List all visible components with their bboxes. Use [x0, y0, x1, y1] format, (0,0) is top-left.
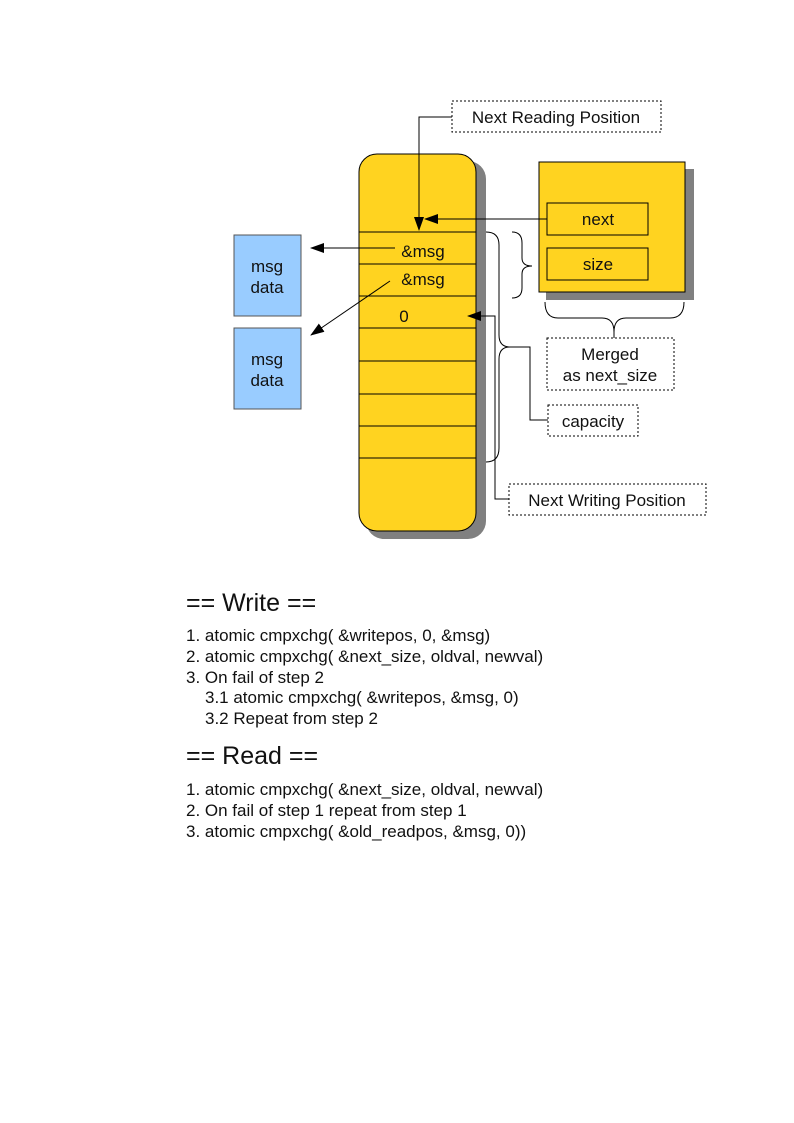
read-step-3: 3. atomic cmpxchg( &old_readpos, &msg, 0… — [186, 822, 527, 841]
write-step-3: 3. On fail of step 2 — [186, 668, 324, 687]
connectors — [310, 116, 615, 500]
write-step-3-2: 3.2 Repeat from step 2 — [205, 709, 378, 728]
slot-zero: 0 — [399, 307, 408, 326]
ring-buffer-diagram: &msg &msg 0 next size msg data msg data … — [233, 100, 707, 539]
slot-msg-2: &msg — [401, 270, 444, 289]
merged-box — [546, 337, 675, 391]
msg-data-2-line2: data — [250, 371, 284, 390]
buffer-column — [358, 153, 477, 532]
read-step-1: 1. atomic cmpxchg( &next_size, oldval, n… — [186, 780, 544, 799]
msg-data-2-line1: msg — [251, 350, 283, 369]
write-step-2: 2. atomic cmpxchg( &next_size, oldval, n… — [186, 647, 544, 666]
write-step-3-1: 3.1 atomic cmpxchg( &writepos, &msg, 0) — [205, 688, 519, 707]
next-writing-position-label: Next Writing Position — [528, 491, 685, 510]
read-section-title: == Read == — [186, 742, 319, 770]
write-section-title: == Write == — [186, 589, 317, 617]
next-label: next — [582, 210, 614, 229]
capacity-label: capacity — [562, 412, 625, 431]
next-writing-position-box — [508, 483, 707, 516]
merged-line2: as next_size — [563, 366, 658, 385]
msg-data-1-line2: data — [250, 278, 284, 297]
braces — [485, 231, 685, 463]
msg-data-1-line1: msg — [251, 257, 283, 276]
msg-data-box-1 — [233, 234, 302, 317]
size-field — [546, 247, 649, 281]
next-reading-position-box — [451, 100, 662, 133]
merged-line1: Merged — [581, 345, 639, 364]
size-label: size — [583, 255, 613, 274]
next-reading-position-label: Next Reading Position — [472, 108, 640, 127]
read-step-2: 2. On fail of step 1 repeat from step 1 — [186, 801, 467, 820]
slot-msg-1: &msg — [401, 242, 444, 261]
capacity-box — [547, 404, 639, 437]
msg-data-box-2 — [233, 327, 302, 410]
buffer-slot-dividers — [359, 231, 476, 459]
write-step-1: 1. atomic cmpxchg( &writepos, 0, &msg) — [186, 626, 491, 645]
